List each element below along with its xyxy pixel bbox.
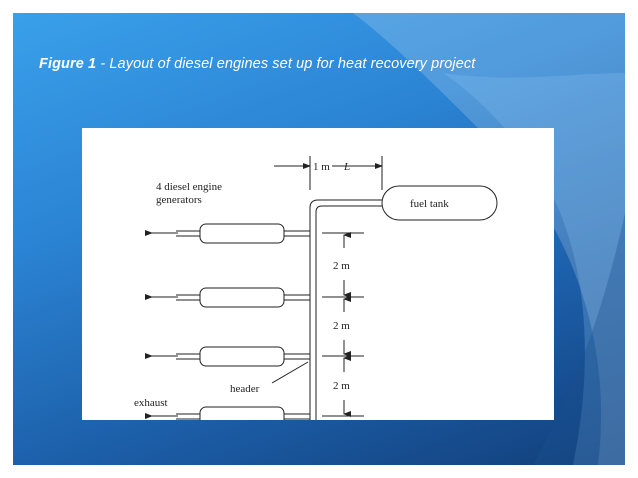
fuel-tank — [381, 185, 498, 221]
label-dim-2m-a: 2 m — [333, 260, 350, 272]
exhaust-pipes — [145, 230, 200, 420]
label-dim-2m-c: 2 m — [333, 380, 350, 392]
diagram-panel: 4 diesel engine generators fuel tank hea… — [82, 128, 554, 420]
label-dim-1m: 1 m — [313, 161, 330, 173]
label-engines-line1: 4 diesel engine — [156, 181, 222, 193]
label-dim-L: L — [343, 161, 350, 173]
figure-number: Figure 1 — [39, 56, 97, 72]
engine-layout-diagram: 4 diesel engine generators fuel tank hea… — [134, 156, 498, 420]
background-swoosh — [353, 13, 625, 465]
figure-caption: - Layout of diesel engines set up for he… — [96, 56, 476, 72]
header-leader-line — [271, 361, 309, 384]
label-fuel-tank: fuel tank — [410, 198, 449, 210]
engine-4 — [199, 406, 285, 420]
engine-3 — [199, 346, 285, 367]
engine-2 — [199, 287, 285, 308]
slide: Figure 1 - Layout of diesel engines set … — [13, 13, 625, 465]
slide-title: Figure 1 - Layout of diesel engines set … — [39, 56, 475, 72]
header-pipe — [309, 199, 382, 420]
vertical-dimensions — [322, 232, 364, 417]
label-dim-2m-b: 2 m — [333, 320, 350, 332]
label-header: header — [230, 383, 260, 395]
label-engines-line2: generators — [156, 194, 202, 206]
label-exhaust: exhaust — [134, 397, 168, 409]
top-dimension — [274, 156, 383, 190]
engine-1 — [199, 223, 285, 244]
fuel-lines — [284, 230, 310, 420]
